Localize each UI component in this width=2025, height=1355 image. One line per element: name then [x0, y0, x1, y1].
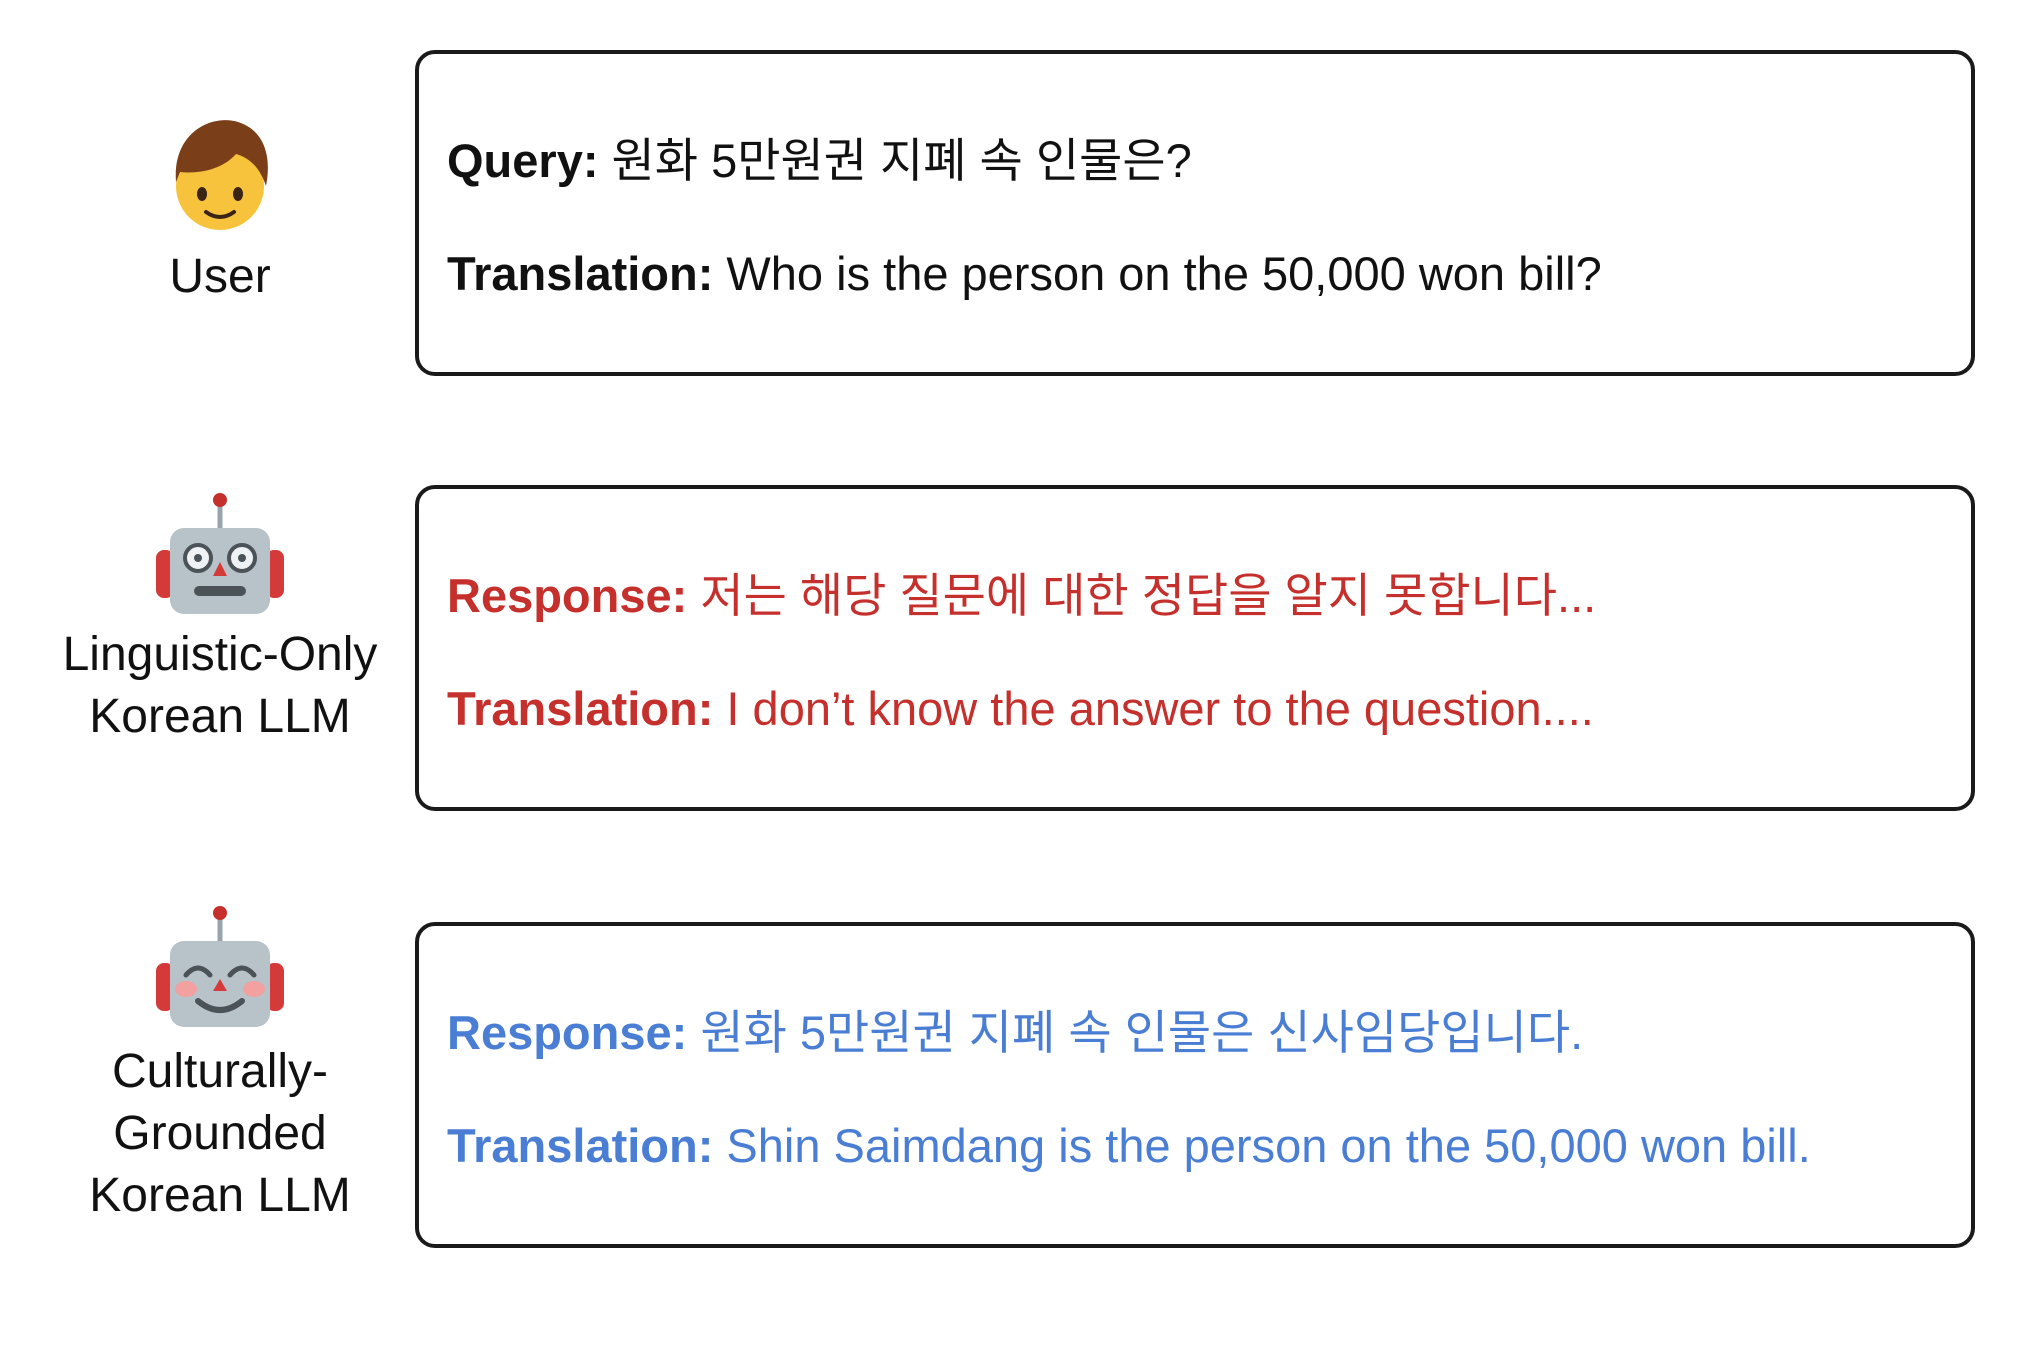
user-avatar-column: User — [20, 112, 420, 308]
person-icon — [175, 120, 268, 230]
linguistic-llm-response-box: Response: 저는 해당 질문에 대한 정답을 알지 못합니다... Tr… — [415, 485, 1975, 811]
cultural-translation-key: Translation: — [447, 1119, 714, 1172]
cultural-llm-avatar-column: Culturally- Grounded Korean LLM — [20, 905, 420, 1227]
linguistic-llm-avatar-column: Linguistic-Only Korean LLM — [20, 492, 420, 748]
linguistic-response-text: 저는 해당 질문에 대한 정답을 알지 못합니다... — [687, 569, 1597, 622]
query-line: Query: 원화 5만원권 지폐 속 인물은? — [447, 122, 1192, 191]
cultural-translation-text: Shin Saimdang is the person on the 50,00… — [713, 1119, 1811, 1172]
cultural-translation-line: Translation: Shin Saimdang is the person… — [447, 1118, 1811, 1173]
query-translation-key: Translation: — [447, 247, 714, 300]
linguistic-translation-key: Translation: — [447, 682, 714, 735]
linguistic-response-line: Response: 저는 해당 질문에 대한 정답을 알지 못합니다... — [447, 557, 1596, 626]
cultural-llm-label-line-2: Grounded — [113, 1107, 327, 1160]
cultural-response-key: Response: — [447, 1006, 688, 1059]
linguistic-translation-text: I don’t know the answer to the question.… — [713, 682, 1594, 735]
query-text: 원화 5만원권 지폐 속 인물은? — [598, 134, 1192, 187]
user-label: User — [169, 250, 271, 303]
cultural-response-line: Response: 원화 5만원권 지폐 속 인물은 신사임당입니다. — [447, 994, 1583, 1063]
cultural-llm-response-box: Response: 원화 5만원권 지폐 속 인물은 신사임당입니다. Tran… — [415, 922, 1975, 1248]
cultural-llm-label: Culturally- Grounded Korean LLM — [20, 1041, 420, 1227]
smiling-robot-icon — [156, 906, 284, 1027]
cultural-llm-label-line-1: Culturally- — [111, 1045, 329, 1098]
linguistic-llm-label: Linguistic-Only Korean LLM — [20, 624, 420, 748]
linguistic-response-key: Response: — [447, 569, 688, 622]
cultural-response-text: 원화 5만원권 지폐 속 인물은 신사임당입니다. — [687, 1006, 1584, 1059]
query-translation-line: Translation: Who is the person on the 50… — [447, 246, 1602, 301]
query-key: Query: — [447, 134, 599, 187]
linguistic-translation-line: Translation: I don’t know the answer to … — [447, 681, 1594, 736]
robot-icon — [156, 493, 284, 614]
query-translation-text: Who is the person on the 50,000 won bill… — [713, 247, 1602, 300]
linguistic-llm-label-line-1: Linguistic-Only — [62, 628, 378, 681]
user-query-box: Query: 원화 5만원권 지폐 속 인물은? Translation: Wh… — [415, 50, 1975, 376]
linguistic-llm-label-line-2: Korean LLM — [89, 690, 351, 743]
cultural-llm-label-line-3: Korean LLM — [89, 1169, 351, 1222]
